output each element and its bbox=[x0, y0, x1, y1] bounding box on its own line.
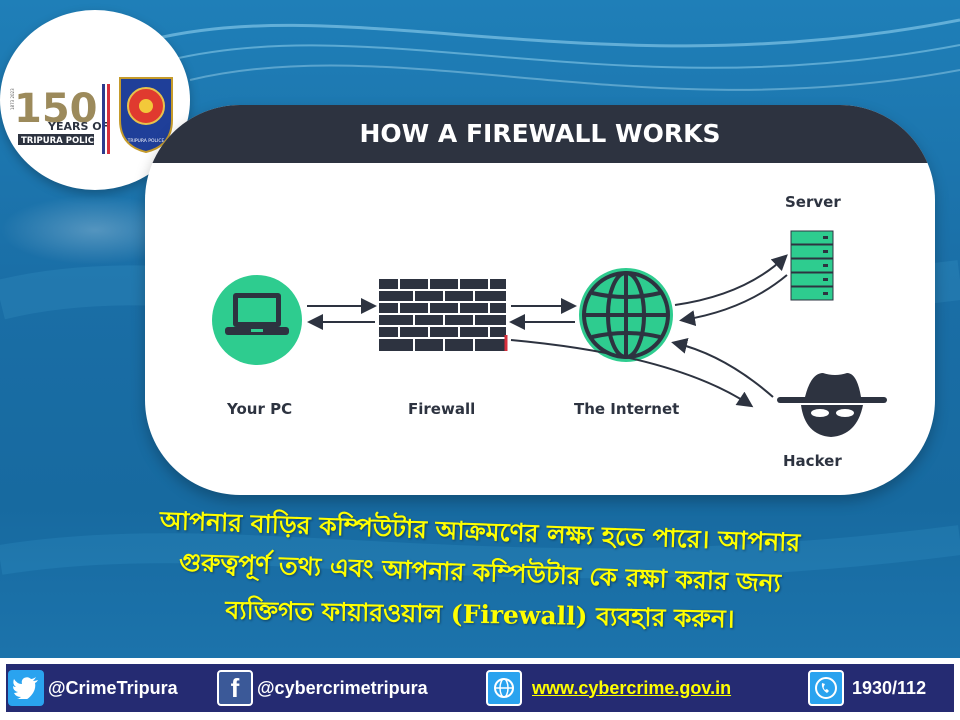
globe-icon bbox=[579, 268, 673, 362]
firewall-brick-icon bbox=[379, 279, 508, 351]
tripura-police-150-logo: 150 YEARS OF TRIPURA POLICE 1873 2023 TR… bbox=[0, 10, 190, 190]
arrow-server-to-internet bbox=[679, 274, 788, 326]
arrow-hacker-to-internet bbox=[671, 338, 774, 398]
label-the-internet: The Internet bbox=[574, 400, 680, 418]
facebook-text: @cybercrimetripura bbox=[257, 677, 428, 698]
footer-bar-inner bbox=[4, 662, 956, 714]
logo-org-text: TRIPURA POLICE bbox=[21, 136, 100, 146]
helpline-text: 1930/112 bbox=[852, 677, 927, 698]
label-hacker: Hacker bbox=[783, 452, 842, 470]
website-text[interactable]: www.cybercrime.gov.in bbox=[532, 677, 732, 698]
website-link[interactable]: www.cybercrime.gov.in bbox=[486, 668, 731, 708]
pc-node bbox=[212, 275, 302, 365]
facebook-icon: f bbox=[217, 670, 253, 706]
helpline[interactable]: 1930/112 bbox=[808, 668, 926, 708]
firewall-diagram bbox=[212, 230, 887, 437]
arrow-to-hacker bbox=[510, 339, 754, 408]
globe-web-icon bbox=[486, 670, 522, 706]
arrow-internet-to-server bbox=[674, 254, 788, 306]
phone-icon bbox=[808, 670, 844, 706]
facebook-handle[interactable]: f @cybercrimetripura bbox=[217, 668, 428, 708]
twitter-text: @CrimeTripura bbox=[48, 677, 178, 698]
label-firewall: Firewall bbox=[408, 400, 476, 418]
twitter-handle[interactable]: @CrimeTripura bbox=[8, 668, 178, 708]
logo-year-range: 1873 2023 bbox=[10, 88, 15, 110]
label-your-pc: Your PC bbox=[227, 400, 293, 418]
label-server: Server bbox=[785, 193, 841, 211]
logo-number: 150 bbox=[14, 86, 98, 132]
server-icon bbox=[790, 230, 834, 301]
hacker-icon bbox=[777, 373, 887, 437]
card-header bbox=[145, 105, 935, 163]
twitter-icon bbox=[8, 670, 44, 706]
diagram-title: HOW A FIREWALL WORKS bbox=[359, 119, 721, 148]
firewall-diagram-card: HOW A FIREWALL WORKS bbox=[145, 105, 935, 495]
connection-arrows bbox=[307, 254, 788, 408]
logo-years-text: YEARS OF bbox=[47, 120, 109, 133]
